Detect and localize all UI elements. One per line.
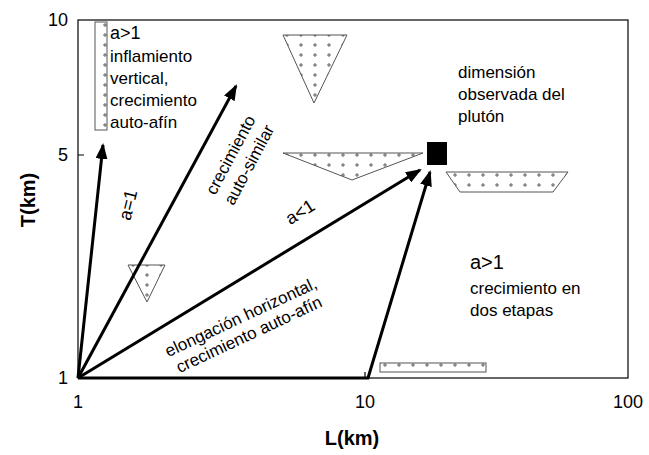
slope-label: a>1 bbox=[470, 250, 504, 274]
trapezoid-body-shape bbox=[446, 172, 568, 192]
growth-arrow bbox=[78, 172, 430, 378]
slope-label: a=1 bbox=[114, 188, 143, 223]
slope-label: a>1 bbox=[110, 22, 141, 44]
growth-arrow bbox=[78, 170, 420, 378]
pluton-note: dimensión observada del plutón bbox=[458, 62, 568, 128]
axis-tick-label: 1 bbox=[73, 391, 83, 413]
axis-tick-label: 10 bbox=[355, 391, 375, 413]
triangle-body-shape bbox=[283, 35, 347, 103]
axis-tick-label: 5 bbox=[58, 144, 68, 166]
growth-note: crecimiento auto-similar bbox=[194, 99, 285, 220]
growth-note: elongación horizontal, crecimiento auto-… bbox=[151, 269, 339, 384]
small-triangle-shape bbox=[128, 265, 165, 302]
plot-frame bbox=[78, 20, 628, 378]
axis-tick-label: 100 bbox=[613, 391, 643, 413]
observed-pluton-marker bbox=[427, 142, 447, 165]
sheet-body-shape bbox=[380, 363, 486, 372]
growth-note: inflamiento vertical, crecimiento auto-a… bbox=[110, 46, 220, 134]
flat-triangle-shape bbox=[283, 153, 423, 180]
axis-tick-label: 1 bbox=[58, 367, 68, 389]
axis-title: T(km) bbox=[16, 173, 40, 227]
growth-note: crecimiento en dos etapas bbox=[470, 278, 605, 322]
axis-tick-label: 10 bbox=[48, 9, 68, 31]
slope-label: a<1 bbox=[281, 195, 319, 230]
growth-arrow bbox=[78, 145, 103, 378]
axis-title: L(km) bbox=[325, 426, 379, 450]
vertical-body-shape bbox=[95, 22, 107, 130]
